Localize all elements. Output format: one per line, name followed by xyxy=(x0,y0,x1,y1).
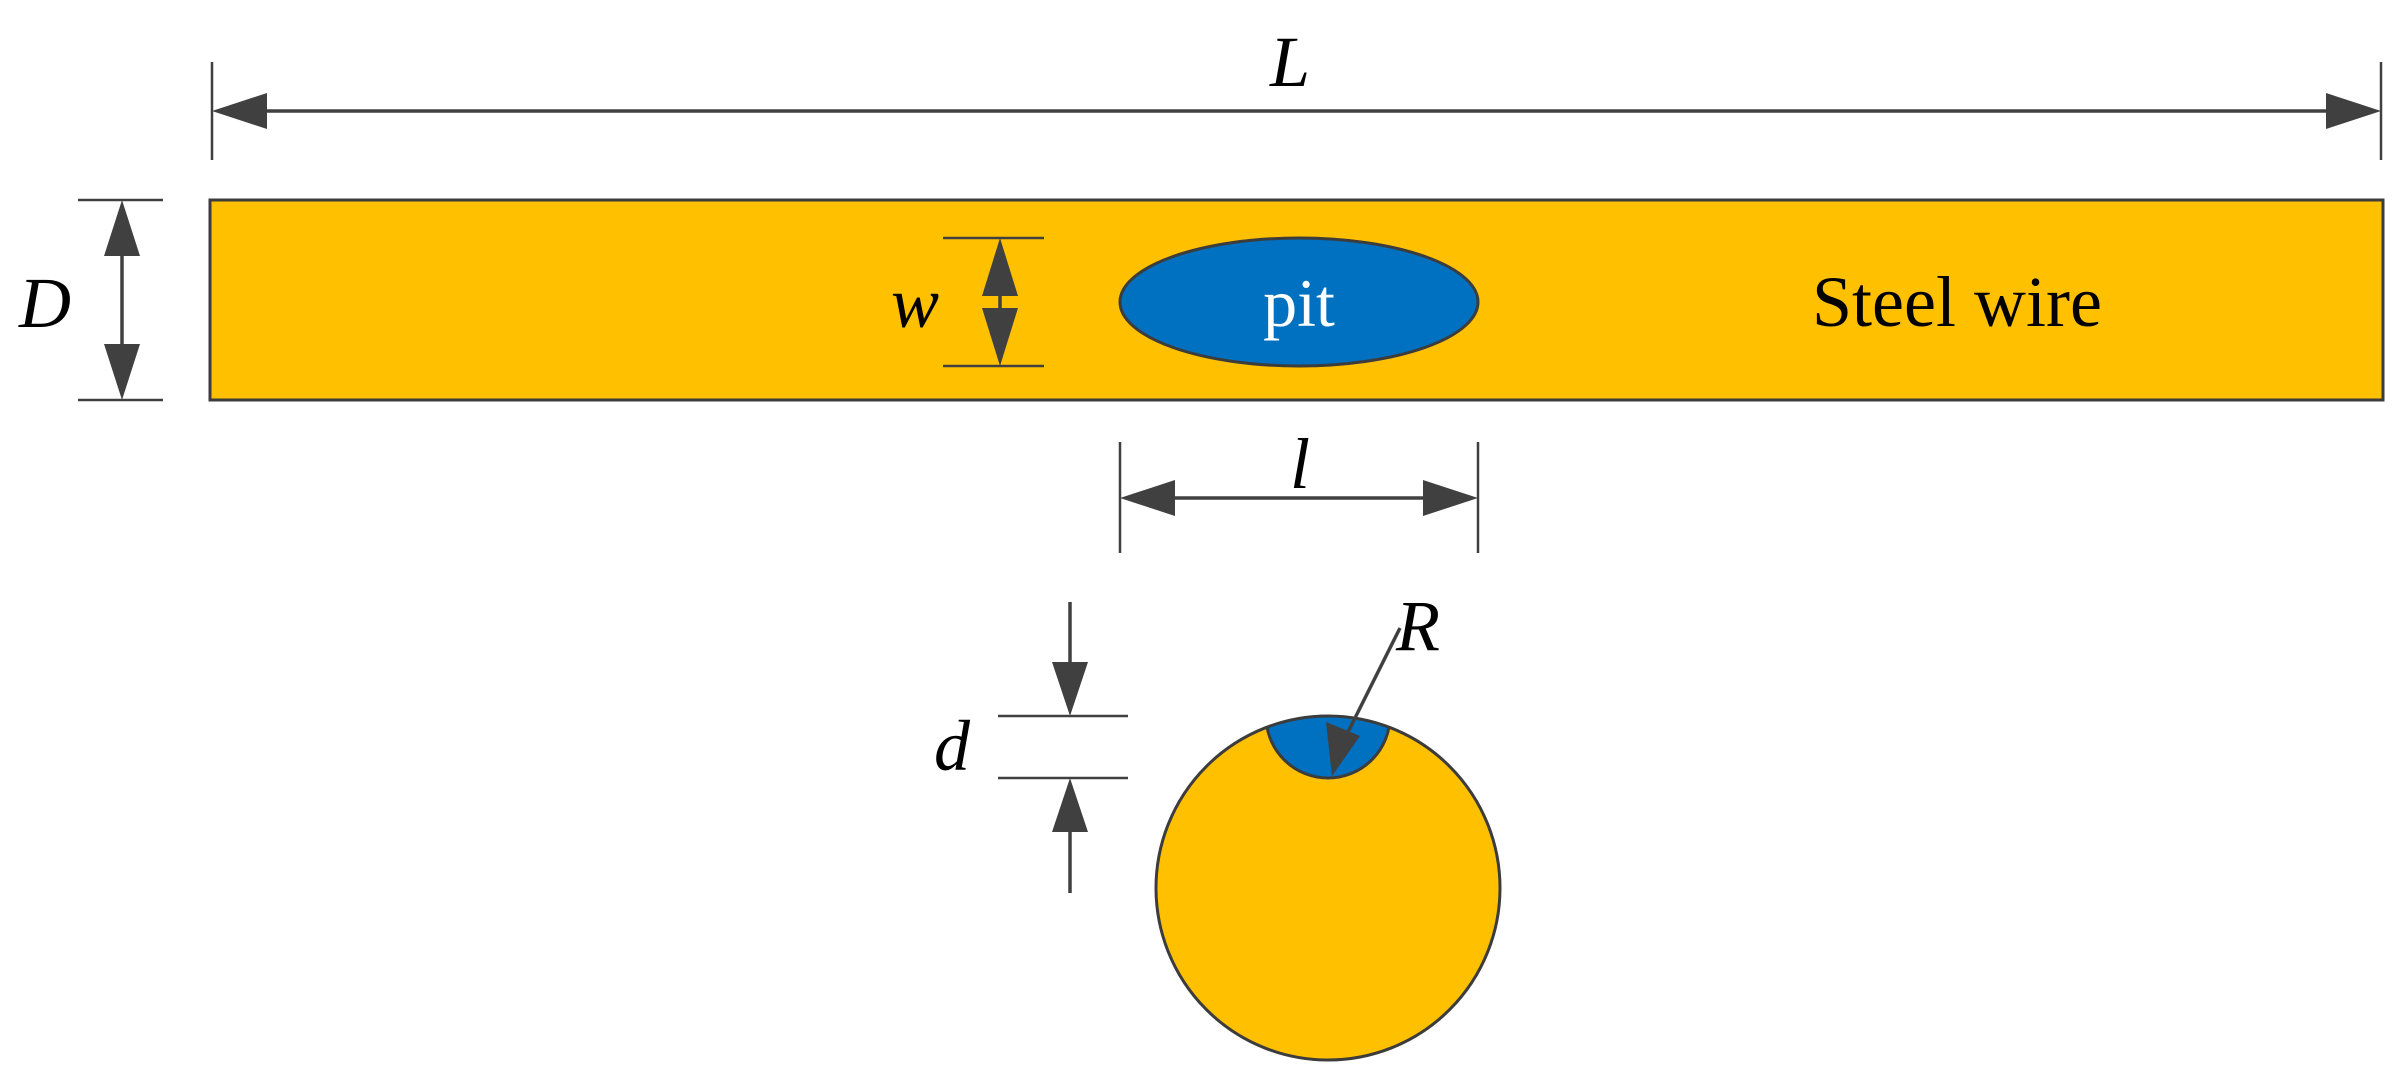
steel-wire-label: Steel wire xyxy=(1812,262,2102,342)
radius-leader-line xyxy=(1344,627,1402,737)
pit-depth-arrow-bottom xyxy=(1052,778,1088,832)
diameter-dimension: D xyxy=(18,198,163,402)
cross-section-pit xyxy=(1264,716,1392,780)
pit-width-label: w xyxy=(891,263,939,343)
side-view: pit Steel wire xyxy=(208,198,2385,402)
pit-width-dimension: w xyxy=(891,236,1044,368)
pit-depth-label: d xyxy=(934,706,971,786)
cross-section: R xyxy=(1154,586,1502,1062)
length-dimension: L xyxy=(210,22,2383,160)
pit-depth-dimension: d xyxy=(934,602,1128,893)
pit-depth-arrow-top xyxy=(1052,662,1088,716)
pit-label: pit xyxy=(1263,265,1335,341)
pit-length-arrow-left xyxy=(1120,480,1175,516)
pit-ellipse xyxy=(1118,236,1480,368)
diameter-label: D xyxy=(18,263,71,343)
diameter-arrow-bottom xyxy=(104,344,140,400)
pit-length-dimension: l xyxy=(1118,424,1480,553)
cross-section-outline xyxy=(1154,714,1502,1062)
pit-length-arrow-right xyxy=(1423,480,1478,516)
pit-width-arrow-bottom xyxy=(982,308,1018,366)
radius-label: R xyxy=(1395,586,1440,666)
pit-length-label: l xyxy=(1290,424,1310,504)
radius-arrow xyxy=(1326,722,1360,776)
cross-section-circle xyxy=(1156,716,1500,1060)
length-arrow-right xyxy=(2326,93,2381,129)
length-label: L xyxy=(1269,22,1310,102)
diameter-arrow-top xyxy=(104,200,140,256)
pit-width-arrow-top xyxy=(982,238,1018,296)
length-arrow-left xyxy=(212,93,267,129)
